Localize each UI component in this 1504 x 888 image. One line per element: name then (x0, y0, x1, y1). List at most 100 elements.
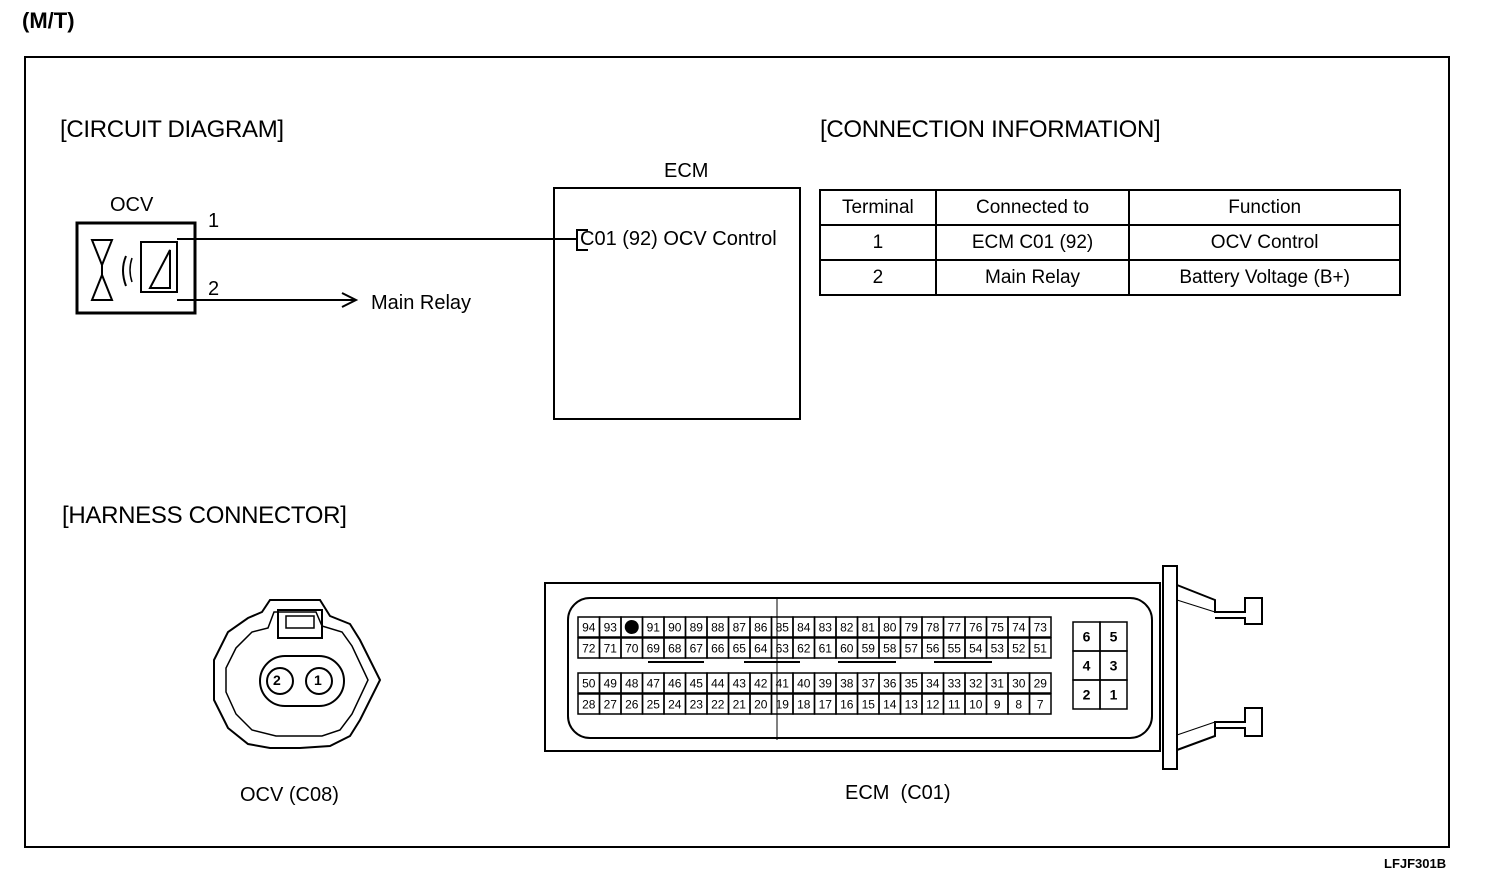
table-cell: 1 (819, 224, 937, 261)
ecm-pin-number: 46 (668, 677, 682, 691)
ecm-pin-number: 56 (926, 642, 940, 656)
ecm-pin-number: 40 (797, 677, 811, 691)
connection-table: Terminal Connected to Function 1 ECM C01… (819, 189, 1401, 296)
ocv-label-text: OCV (110, 194, 154, 216)
ecm-pin-bracket (576, 229, 588, 251)
ecm-pin-number: 37 (862, 677, 876, 691)
table-header-row: Terminal Connected to Function (819, 189, 1401, 226)
ecm-pin-number: 78 (926, 621, 940, 635)
ecm-pin-number: 94 (582, 621, 596, 635)
ocv-connector-drawing (213, 599, 382, 749)
ecm-pin-number: 89 (690, 621, 704, 635)
ecm-power-pin-number: 4 (1083, 658, 1091, 674)
ecm-pin-number: 15 (862, 698, 876, 712)
ecm-pin-number: 23 (690, 698, 704, 712)
ecm-pin-number: 45 (690, 677, 704, 691)
main-relay-label: Main Relay (371, 292, 472, 314)
ecm-pin-number: 80 (883, 621, 897, 635)
ecm-pin-number: 11 (948, 698, 961, 712)
ecm-pin-number: 70 (625, 642, 639, 656)
ecm-pin-number: 14 (883, 698, 897, 712)
ecm-pin-number: 41 (776, 677, 790, 691)
ecm-pin-number: 28 (582, 698, 596, 712)
ecm-pin-number: 43 (733, 677, 747, 691)
table-cell: Battery Voltage (B+) (1128, 259, 1401, 296)
variant-label: (M/T) (22, 8, 75, 33)
ecm-pin-number: 53 (991, 642, 1005, 656)
ecm-pin-number: 58 (883, 642, 897, 656)
ocv-component-box (75, 221, 197, 315)
ecm-pin-number: 13 (905, 698, 919, 712)
ecm-power-pin-cell (1099, 679, 1128, 710)
pin-2-label: 2 (208, 278, 220, 300)
ecm-pin-number: 29 (1034, 677, 1048, 691)
ecm-pin-number: 35 (905, 677, 919, 691)
ecm-pin-number: 90 (668, 621, 682, 635)
ecm-label: ECM (664, 160, 708, 183)
figure-code: LFJF301B (1384, 856, 1447, 871)
valve-symbol-icon (90, 239, 133, 301)
ecm-pin-number: 55 (948, 642, 962, 656)
ecm-pin-cell (1028, 672, 1052, 694)
ocv-connector-caption: OCV (C08) (240, 784, 339, 806)
ecm-pin-number: 27 (604, 698, 618, 712)
ecm-pin-number: 8 (1015, 698, 1022, 712)
ecm-connector-caption: ECM (C01) (845, 782, 951, 804)
ecm-pin-number: 9 (994, 698, 1001, 712)
ecm-pin-number: 88 (711, 621, 725, 635)
ecm-pin-number: 39 (819, 677, 833, 691)
table-row: 2 Main Relay Battery Voltage (B+) (819, 259, 1401, 296)
table-row: 1 ECM C01 (92) OCV Control (819, 224, 1401, 261)
ecm-pin-number: 86 (754, 621, 768, 635)
ecm-pin-number: 38 (840, 677, 854, 691)
ecm-pin-number: 57 (905, 642, 919, 656)
ecm-pin-number: 85 (776, 621, 790, 635)
ecm-power-pin-number: 1 (1110, 687, 1118, 703)
ecm-pin-number: 50 (582, 677, 596, 691)
diagram-frame (24, 56, 1450, 848)
solenoid-icon (140, 241, 178, 293)
ecm-pin-number: 48 (625, 677, 639, 691)
ecm-pin-number: 30 (1012, 677, 1026, 691)
ecm-pin-number: 68 (668, 642, 682, 656)
plugged-pin-dot (624, 620, 639, 634)
ecm-pin-number: 47 (647, 677, 661, 691)
ecm-pin-number: 21 (733, 698, 747, 712)
ecm-pin-cell (1028, 693, 1052, 715)
ecm-power-pin-number: 2 (1083, 687, 1091, 703)
ecm-pin-number: 74 (1012, 621, 1026, 635)
ecm-pin-number: 34 (926, 677, 940, 691)
ecm-connector-drawing (544, 565, 1263, 770)
ecm-pin-number: 31 (991, 677, 1005, 691)
ecm-pin-number: 60 (840, 642, 854, 656)
ecm-pin-number: 69 (647, 642, 661, 656)
ocv-label: OCV (110, 194, 153, 217)
ecm-pin-number: 83 (819, 621, 833, 635)
ecm-pin-number: 36 (883, 677, 897, 691)
ecm-pin-number: 63 (776, 642, 790, 656)
ecm-pin-number: 22 (711, 698, 725, 712)
ecm-pin-number: 82 (840, 621, 854, 635)
table-header: Connected to (934, 189, 1131, 226)
ecm-pin-number: 7 (1037, 698, 1044, 712)
connection-info-title: [CONNECTION INFORMATION] (820, 116, 1161, 143)
ecm-pin-number: 10 (969, 698, 983, 712)
ecm-pin-cell (1028, 616, 1052, 638)
ecm-pin-number: 77 (948, 621, 962, 635)
harness-connector-title: [HARNESS CONNECTOR] (62, 502, 347, 529)
table-cell: 2 (819, 259, 937, 296)
ecm-power-pin-number: 5 (1110, 629, 1118, 645)
ecm-pin-number: 61 (819, 642, 833, 656)
ecm-pin-number: 54 (969, 642, 983, 656)
ecm-pin-number: 32 (969, 677, 983, 691)
ecm-pin-number: 59 (862, 642, 876, 656)
ocv-pin-label: 1 (314, 672, 322, 688)
ecm-pin-label: C01 (92) OCV Control (580, 228, 777, 250)
ecm-pin-number: 87 (733, 621, 747, 635)
ecm-pin-number: 79 (905, 621, 919, 635)
table-cell: ECM C01 (92) (934, 224, 1131, 261)
ecm-pin-number: 65 (733, 642, 747, 656)
ecm-pin-number: 44 (711, 677, 725, 691)
ecm-pin-number: 18 (797, 698, 811, 712)
